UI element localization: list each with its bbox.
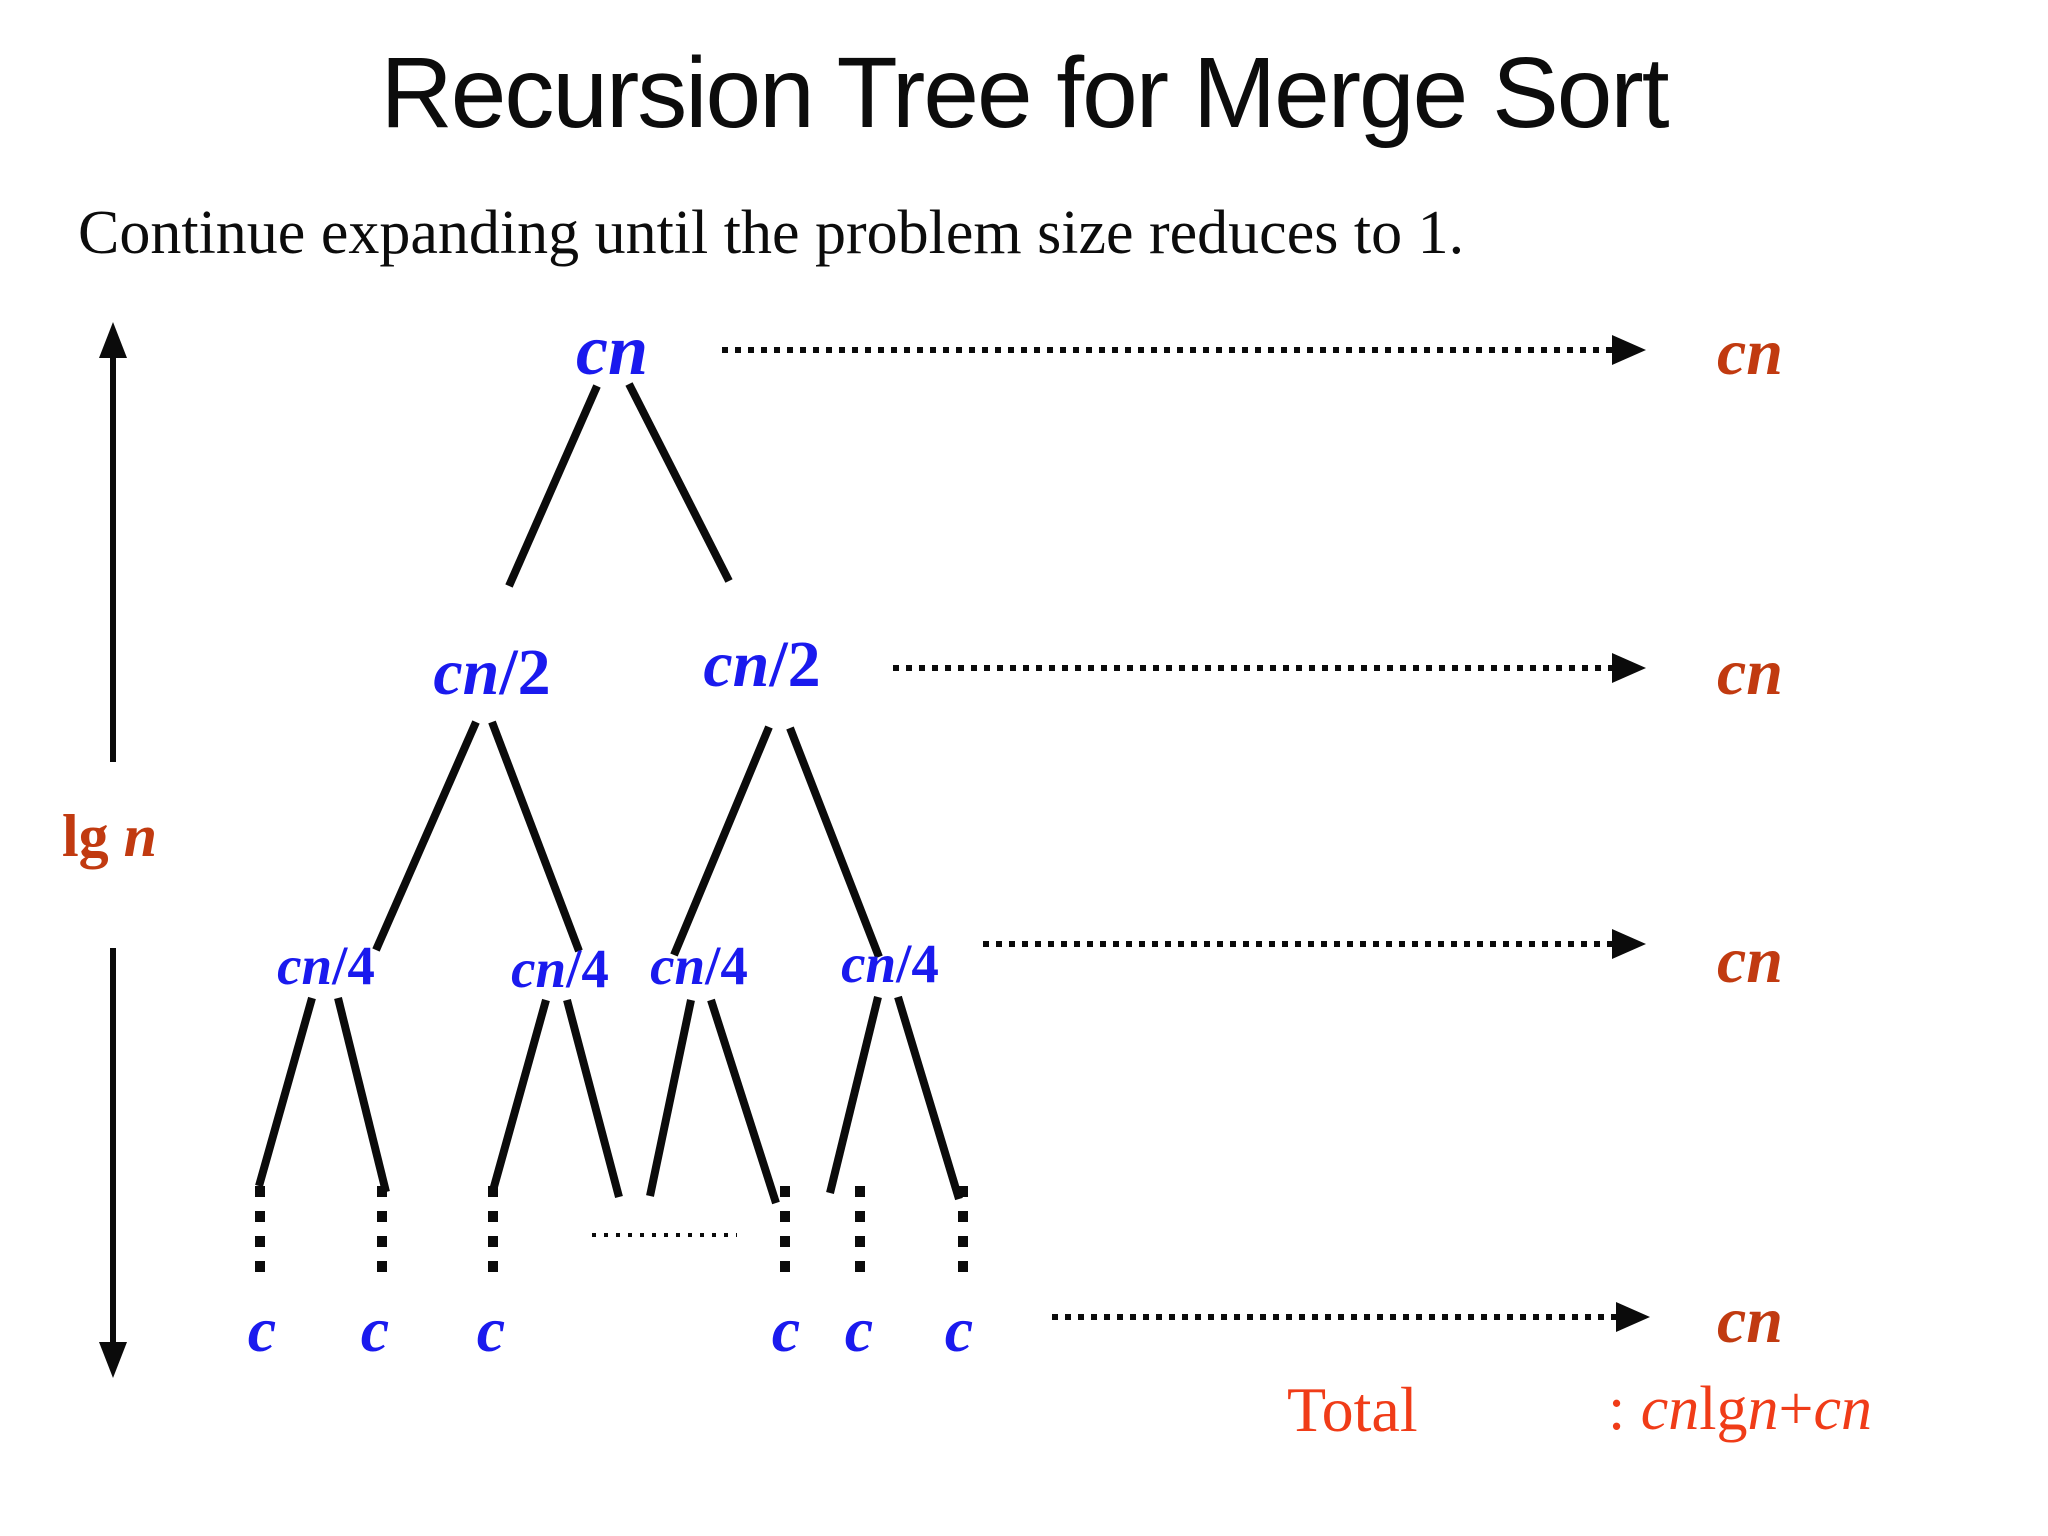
node-cn4-1: cn/4: [277, 938, 375, 993]
total-plus: +: [1778, 1375, 1814, 1443]
node-cn4-3: cn/4: [650, 938, 748, 993]
leaf-node: c: [360, 1294, 390, 1365]
arrowhead-icon: [1616, 1302, 1650, 1332]
tree-edge: [894, 995, 963, 1201]
node-cn2-left: cn/2: [433, 640, 550, 706]
leaf-node: c: [771, 1294, 801, 1365]
node-label-divisor: /2: [499, 636, 551, 709]
tree-edge: [488, 720, 583, 953]
slide-title: Recursion Tree for Merge Sort: [380, 37, 1670, 149]
arrowhead-icon: [1612, 653, 1646, 683]
arrowhead-icon: [99, 322, 127, 358]
leaf-node: c: [844, 1294, 874, 1365]
total-cn1: cn: [1640, 1375, 1700, 1443]
leaf-node: c: [476, 1294, 506, 1365]
node-label-divisor: /4: [896, 933, 939, 994]
tree-edge: [670, 725, 773, 957]
depth-label: lg n: [62, 806, 157, 866]
tree-edge: [646, 999, 695, 1197]
node-cn4-2: cn/4: [511, 941, 609, 996]
level-cost-3: cn: [1717, 924, 1783, 997]
node-label: cn: [703, 628, 770, 701]
depth-label-n: n: [123, 803, 158, 869]
arrowhead-icon: [1612, 929, 1646, 959]
leaf-continuation-dashes: [255, 1186, 968, 1274]
tree-edge: [625, 382, 733, 583]
total-colon: :: [1608, 1375, 1641, 1443]
depth-label-lg: lg: [62, 803, 124, 869]
total-label: Total: [1287, 1374, 1418, 1445]
node-label-divisor: /4: [566, 938, 609, 999]
slide-subtitle: Continue expanding until the problem siz…: [78, 199, 1465, 267]
depth-measure: [99, 322, 127, 1378]
node-cn4-4: cn/4: [841, 936, 939, 991]
tree-edge: [826, 996, 882, 1194]
node-root: cn: [576, 314, 648, 386]
tree-edge: [334, 997, 390, 1193]
level-cost-2: cn: [1717, 636, 1783, 709]
total-n: n: [1747, 1375, 1779, 1443]
level-cost-1: cn: [1717, 316, 1783, 389]
tree-edge: [255, 996, 316, 1188]
node-label-divisor: /4: [705, 935, 748, 996]
node-cn2-right: cn/2: [703, 632, 820, 698]
level3-edges: [255, 995, 963, 1205]
total-formula: : cnlgn+cn: [1608, 1378, 1872, 1440]
tree-edge: [707, 998, 780, 1205]
arrowhead-icon: [99, 1342, 127, 1378]
tree-edge: [563, 998, 623, 1199]
cost-arrows: [722, 347, 1616, 1320]
total-lg: lg: [1699, 1375, 1748, 1443]
tree-edge: [488, 998, 550, 1196]
tree-edge: [505, 384, 601, 588]
tree-edge: [372, 720, 480, 952]
node-label: cn: [433, 636, 500, 709]
leaf-node: c: [944, 1294, 974, 1365]
node-label: cn: [650, 935, 706, 996]
level2-edges: [372, 720, 883, 959]
tree-edge: [786, 726, 883, 959]
node-label-divisor: /4: [332, 935, 375, 996]
cost-arrowheads: [1612, 335, 1650, 1332]
node-label: cn: [511, 938, 567, 999]
level-cost-4: cn: [1717, 1284, 1783, 1357]
node-root-label: cn: [576, 310, 648, 390]
root-edges: [505, 382, 733, 588]
leaf-node: c: [247, 1294, 277, 1365]
arrowhead-icon: [1612, 335, 1646, 365]
node-label: cn: [277, 935, 333, 996]
total-cn2: cn: [1813, 1375, 1872, 1443]
node-label: cn: [841, 933, 897, 994]
node-label-divisor: /2: [769, 628, 821, 701]
